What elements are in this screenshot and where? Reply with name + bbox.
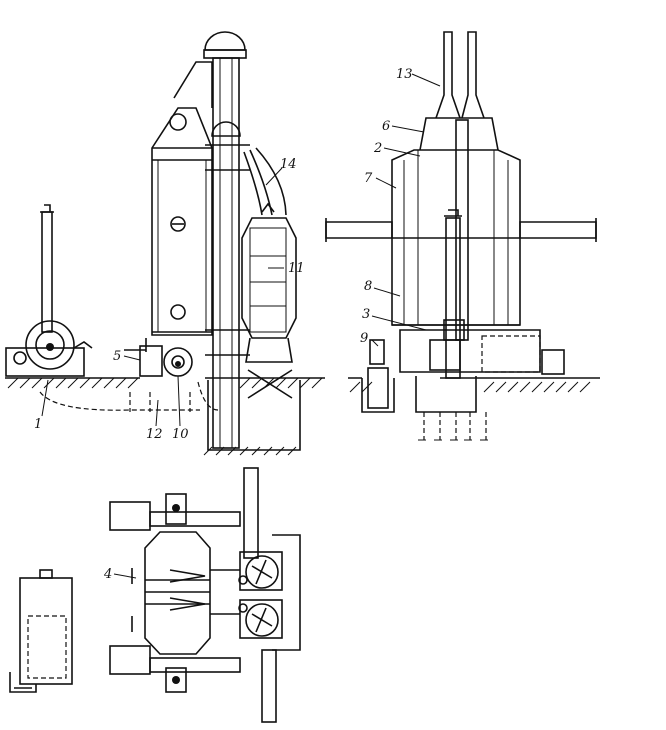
label-2: 2 [373, 141, 382, 156]
label-12: 12 [146, 427, 163, 442]
label-14: 14 [280, 157, 297, 172]
label-4: 4 [103, 567, 112, 582]
label-11: 11 [288, 261, 305, 276]
leader-lines [41, 73, 441, 579]
label-13: 13 [396, 67, 413, 82]
label-3: 3 [362, 307, 370, 322]
part-labels: 1 5 12 10 11 14 13 6 2 7 8 3 9 4 [34, 67, 413, 582]
label-1: 1 [34, 417, 42, 432]
label-7: 7 [364, 171, 373, 186]
label-9: 9 [360, 331, 368, 346]
label-5: 5 [113, 349, 121, 364]
front-elevation [325, 31, 600, 441]
label-6: 6 [382, 119, 390, 134]
label-8: 8 [364, 279, 372, 294]
side-elevation [5, 31, 325, 456]
plan-view [9, 467, 301, 723]
label-10: 10 [172, 427, 189, 442]
